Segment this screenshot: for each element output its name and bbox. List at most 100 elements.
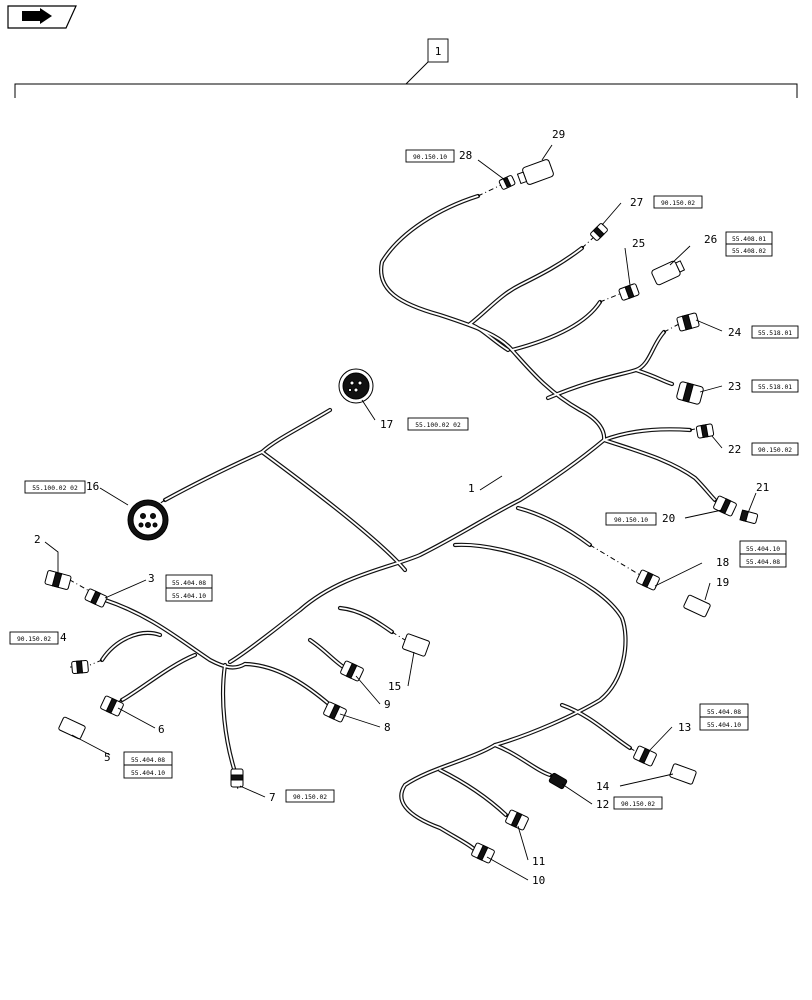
wire-segment-core [469,323,509,351]
callout-22: 22 [728,443,741,456]
wire-segment [601,437,718,503]
callout-14: 14 [596,780,610,793]
ref-link-22[interactable]: 90.150.02 [751,442,799,456]
callout-19: 19 [716,576,729,589]
ref-link-5[interactable]: 55.404.08 55.404.10 [123,751,173,779]
ref-link-13[interactable]: 55.404.08 55.404.10 [699,703,749,731]
connector-19[interactable] [683,594,711,618]
ref-link-28[interactable]: 90.150.10 [405,149,455,163]
ref-link-16[interactable]: 55.100.02 02 [24,480,86,494]
wire-segment-core [517,507,591,546]
connector-18[interactable] [636,569,660,591]
callout-27: 27 [630,196,643,209]
connector-4[interactable] [71,659,89,675]
wire-segment [452,542,628,748]
connector-8[interactable] [323,701,347,723]
ref-18-text-b: 55.404.08 [746,559,780,566]
callout-18: 18 [716,556,729,569]
ref-link-20[interactable]: 90.150.10 [605,512,657,526]
wire-segment-core [309,639,346,669]
wire-segment [399,742,498,853]
ref-link-24[interactable]: 55.518.01 [751,325,799,339]
connector-14[interactable] [669,763,697,785]
wire-segment [337,605,395,635]
callout-2: 2 [34,533,41,546]
ref-5-text-a: 55.404.08 [131,757,165,764]
wire-segment-core [511,301,601,351]
callout-23: 23 [728,380,741,393]
wire-segment-core [261,451,406,571]
ref-13-text-b: 55.404.10 [707,722,741,729]
wire-segment-core [222,664,236,773]
connector-10[interactable] [471,842,495,864]
callout-15: 15 [388,680,401,693]
callout-10: 10 [532,874,545,887]
connector-25[interactable] [618,283,640,301]
callout-25: 25 [632,237,645,250]
wire-segment [545,329,667,401]
wire-segment-core [439,769,507,816]
wire-segment [242,661,333,708]
ref-5-text-b: 55.404.10 [131,770,165,777]
callout-4: 4 [60,631,67,644]
callout-12: 12 [596,798,609,811]
connector-15[interactable] [402,633,430,657]
callout-24: 24 [728,326,742,339]
connector-12[interactable] [548,772,568,790]
ref-4-text: 90.150.02 [17,636,51,643]
connector-6[interactable] [100,695,124,717]
connector-26[interactable] [651,258,686,286]
callout-29: 29 [552,128,565,141]
connectors [44,159,759,864]
callout-5: 5 [104,751,111,764]
ref-link-17[interactable]: 55.100.02 02 [407,417,469,431]
ref-26-text-a: 55.408.01 [732,236,766,243]
connector-17[interactable] [338,368,374,404]
connector-24[interactable] [676,312,700,332]
ref-link-3[interactable]: 55.404.08 55.404.10 [165,574,213,602]
callout-26: 26 [704,233,717,246]
callout-11: 11 [532,855,545,868]
connector-27[interactable] [590,223,608,241]
leader-lines [44,144,757,881]
callout-16: 16 [86,480,99,493]
wire-segment-core [229,439,605,663]
ref-20-text: 90.150.10 [614,517,648,524]
ref-link-12[interactable]: 90.150.02 [613,796,663,810]
wire-segment [227,437,607,665]
connector-11[interactable] [505,809,529,831]
connector-20[interactable] [713,495,737,517]
wire-segment-core [104,599,246,669]
connector-5[interactable] [58,716,86,740]
harness-wires [99,193,718,853]
ref-18-text-a: 55.404.10 [746,546,780,553]
connector-22[interactable] [695,423,715,439]
ref-3-text-b: 55.404.10 [172,593,206,600]
connector-2[interactable] [44,570,72,590]
ref-22-text: 90.150.02 [758,447,792,454]
ref-link-26[interactable]: 55.408.01 55.408.02 [725,231,773,257]
callout-17: 17 [380,418,393,431]
ref-link-27[interactable]: 90.150.02 [653,195,703,209]
connector-7[interactable] [230,768,244,788]
wire-segment [509,299,603,353]
connector-23[interactable] [676,381,704,405]
connector-21[interactable] [739,509,759,524]
connector-3[interactable] [84,588,108,608]
wire-segment-core [244,663,331,706]
ref-link-18[interactable]: 55.404.10 55.404.08 [739,540,787,568]
ref-link-4[interactable]: 90.150.02 [9,631,59,645]
ref-26-text-b: 55.408.02 [732,248,766,255]
wire-segment-core [380,195,605,441]
ref-link-7[interactable]: 90.150.02 [285,789,335,803]
callout-8: 8 [384,721,391,734]
connector-29[interactable] [516,159,554,188]
connector-13[interactable] [633,745,657,767]
ref-3-text-a: 55.404.08 [172,580,206,587]
page-navigation-icon[interactable] [7,5,77,29]
ref-link-23[interactable]: 55.518.01 [751,379,799,393]
wire-segment-core [561,704,631,749]
connector-9[interactable] [340,660,364,682]
connector-16[interactable] [127,499,169,541]
